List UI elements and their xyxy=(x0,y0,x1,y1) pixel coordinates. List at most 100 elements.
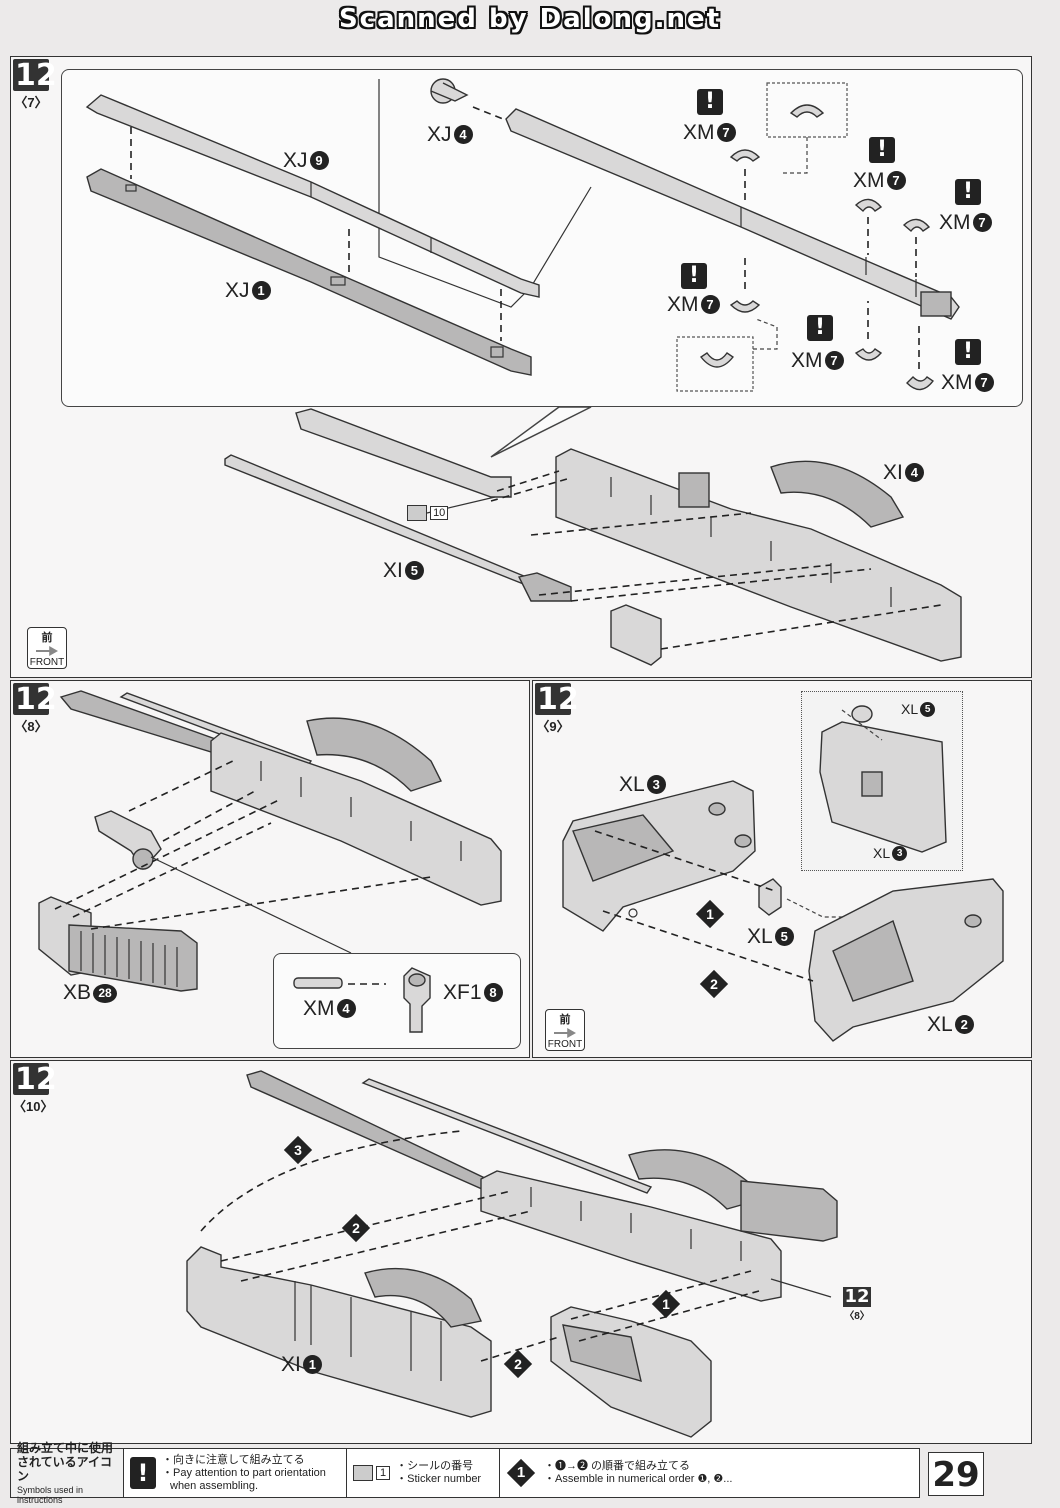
assembly-arrow xyxy=(240,1210,532,1282)
assembly-arrow xyxy=(480,1336,560,1362)
reference-leader xyxy=(770,1278,832,1298)
orientation-warning-icon: ! xyxy=(869,137,895,163)
housing-detail xyxy=(819,705,947,853)
ring-detail-part xyxy=(699,352,735,368)
stock-assembly xyxy=(550,1306,712,1438)
pin-joint-detail xyxy=(293,967,431,1033)
barrel-assembled xyxy=(505,108,960,320)
ring-detail-part xyxy=(789,104,825,118)
step-reference-badge: 12 〈8〉 xyxy=(843,1286,871,1322)
orientation-warning-icon: ! xyxy=(955,179,981,205)
order-step-2-icon: 2 xyxy=(343,1215,369,1241)
step-sub: 〈7〉 xyxy=(14,95,48,110)
orientation-warning-icon: ! xyxy=(955,339,981,365)
orientation-warning-icon: ! xyxy=(681,263,707,289)
trigger-part xyxy=(94,810,162,871)
sticker-icon xyxy=(407,505,427,521)
callout-pointer xyxy=(490,406,592,458)
ring-part-xm7-lower xyxy=(729,300,935,391)
assembly-arrow xyxy=(496,470,560,492)
orientation-warning-icon: ! xyxy=(697,89,723,115)
sticker-number: 10 xyxy=(430,506,449,520)
assembly-arrow xyxy=(594,830,776,892)
step-panel-12-7: 12 〈7〉 xyxy=(10,56,1032,678)
order-icon: 1 xyxy=(506,1458,536,1488)
barrel-assembly-drawing xyxy=(85,78,962,666)
assembly-arrow xyxy=(490,478,568,502)
step-badge: 12 〈8〉 xyxy=(13,682,57,735)
receiver-part-xi4 xyxy=(555,448,962,662)
rod-part xyxy=(361,1078,653,1194)
scan-credit: Scanned by Dalong.net xyxy=(338,4,722,34)
sticker-marker: 10 xyxy=(407,505,449,521)
step-number: 12 xyxy=(13,58,57,93)
assembly-arrow xyxy=(162,790,256,842)
detail-arrow xyxy=(753,318,778,350)
order-step-3-icon: 3 xyxy=(285,1137,311,1163)
barrel-lower xyxy=(295,408,512,498)
assembly-arrow xyxy=(200,1130,462,1232)
symbol-legend: 組み立て中に使用 されているアイコン Symbols used in instr… xyxy=(10,1441,920,1505)
step-number: 12 xyxy=(13,1062,57,1097)
detail-inset xyxy=(801,691,963,871)
front-direction-icon: 前 FRONT xyxy=(27,627,67,669)
step-sub: 〈9〉 xyxy=(536,719,570,734)
barrel-part-xj9 xyxy=(85,94,540,298)
front-arrow-icon xyxy=(36,646,58,656)
assembly-arrow xyxy=(472,106,504,120)
cap-part-xl5 xyxy=(758,878,782,916)
assembly-arrow xyxy=(72,822,272,918)
receiver-part-xi1 xyxy=(186,1246,492,1418)
detail-inset xyxy=(273,953,521,1049)
assembly-arrow xyxy=(538,564,832,596)
receiver-assembly-drawing xyxy=(38,690,502,992)
assembly-arrow xyxy=(530,512,752,536)
assembly-arrow xyxy=(602,910,814,982)
order-step-2-icon: 2 xyxy=(701,971,727,997)
grip-plate-part-xb28 xyxy=(38,896,198,992)
sticker-icon xyxy=(353,1465,373,1481)
step-sub: 〈10〉 xyxy=(13,1099,54,1114)
sticker-number-box: 1 xyxy=(376,1466,391,1480)
trigger-housing-part xyxy=(610,604,662,666)
order-step-2-icon: 2 xyxy=(505,1351,531,1377)
assembly-arrow xyxy=(54,798,282,910)
step-number: 12 xyxy=(535,682,579,717)
front-arrow-icon xyxy=(554,1028,576,1038)
step-badge: 12 〈7〉 xyxy=(13,58,57,111)
step-number: 12 xyxy=(13,682,57,717)
assembly-arrow xyxy=(128,758,238,812)
final-assembly-drawing xyxy=(186,1070,838,1438)
assembly-arrow xyxy=(570,568,872,602)
detail-arrow xyxy=(781,137,808,174)
cap-part-xj4 xyxy=(430,78,469,104)
assembly-arrow xyxy=(90,876,432,930)
receiver-body xyxy=(210,717,502,906)
upper-receiver-assembly xyxy=(480,1149,838,1302)
legend-attention: ! ・向きに注意して組み立てる ・Pay attention to part o… xyxy=(124,1449,347,1497)
detail-box xyxy=(766,82,848,138)
order-step-1-icon: 1 xyxy=(697,901,723,927)
orientation-warning-icon: ! xyxy=(807,315,833,341)
legend-title: 組み立て中に使用 されているアイコン Symbols used in instr… xyxy=(11,1441,124,1505)
front-direction-icon: 前 FRONT xyxy=(545,1009,585,1051)
